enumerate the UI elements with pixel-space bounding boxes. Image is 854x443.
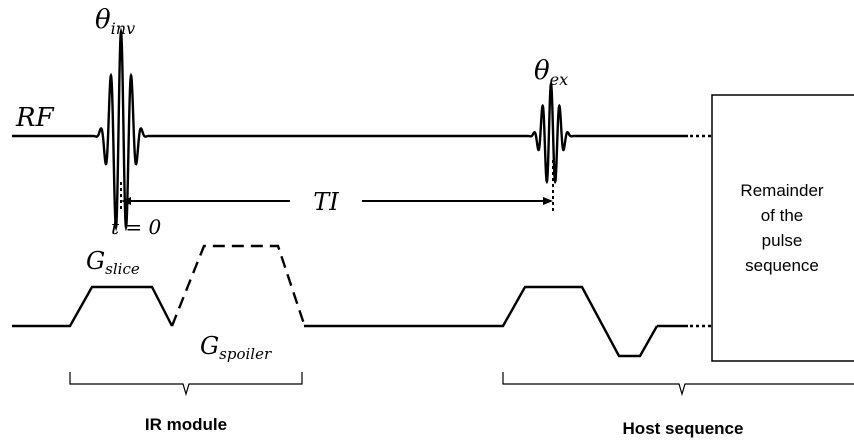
ir-module-brace bbox=[69, 372, 303, 397]
inversion-pulse-waveform bbox=[92, 27, 150, 232]
g-spoiler-label: Gspoiler bbox=[200, 332, 272, 363]
remainder-box: Remainder of the pulse sequence bbox=[711, 94, 854, 362]
ti-interval bbox=[120, 160, 554, 212]
excitation-pulse-waveform bbox=[527, 80, 575, 185]
ir-module-label: IR module bbox=[145, 415, 227, 434]
ti-label: TI bbox=[313, 188, 339, 216]
g-slice-label: Gslice bbox=[86, 247, 140, 278]
theta-inv-label: θinv bbox=[95, 5, 135, 38]
box-label-line-2: of the bbox=[761, 206, 804, 225]
gradient-line bbox=[12, 244, 712, 358]
box-label-line-3: pulse bbox=[762, 231, 803, 250]
spoiler-gradient-waveform bbox=[170, 244, 306, 327]
theta-ex-label: θex bbox=[534, 56, 568, 89]
host-sequence-brace bbox=[502, 372, 854, 397]
rf-line bbox=[12, 27, 712, 232]
t-zero-label: t = 0 bbox=[111, 215, 162, 239]
slice-gradient-waveform bbox=[12, 285, 174, 328]
host-sequence-label: Host sequence bbox=[623, 419, 744, 438]
box-label-line-1: Remainder bbox=[740, 181, 823, 200]
box-label-line-4: sequence bbox=[745, 256, 819, 275]
host-gradient-waveform bbox=[304, 285, 659, 358]
rf-label: RF bbox=[15, 103, 55, 133]
